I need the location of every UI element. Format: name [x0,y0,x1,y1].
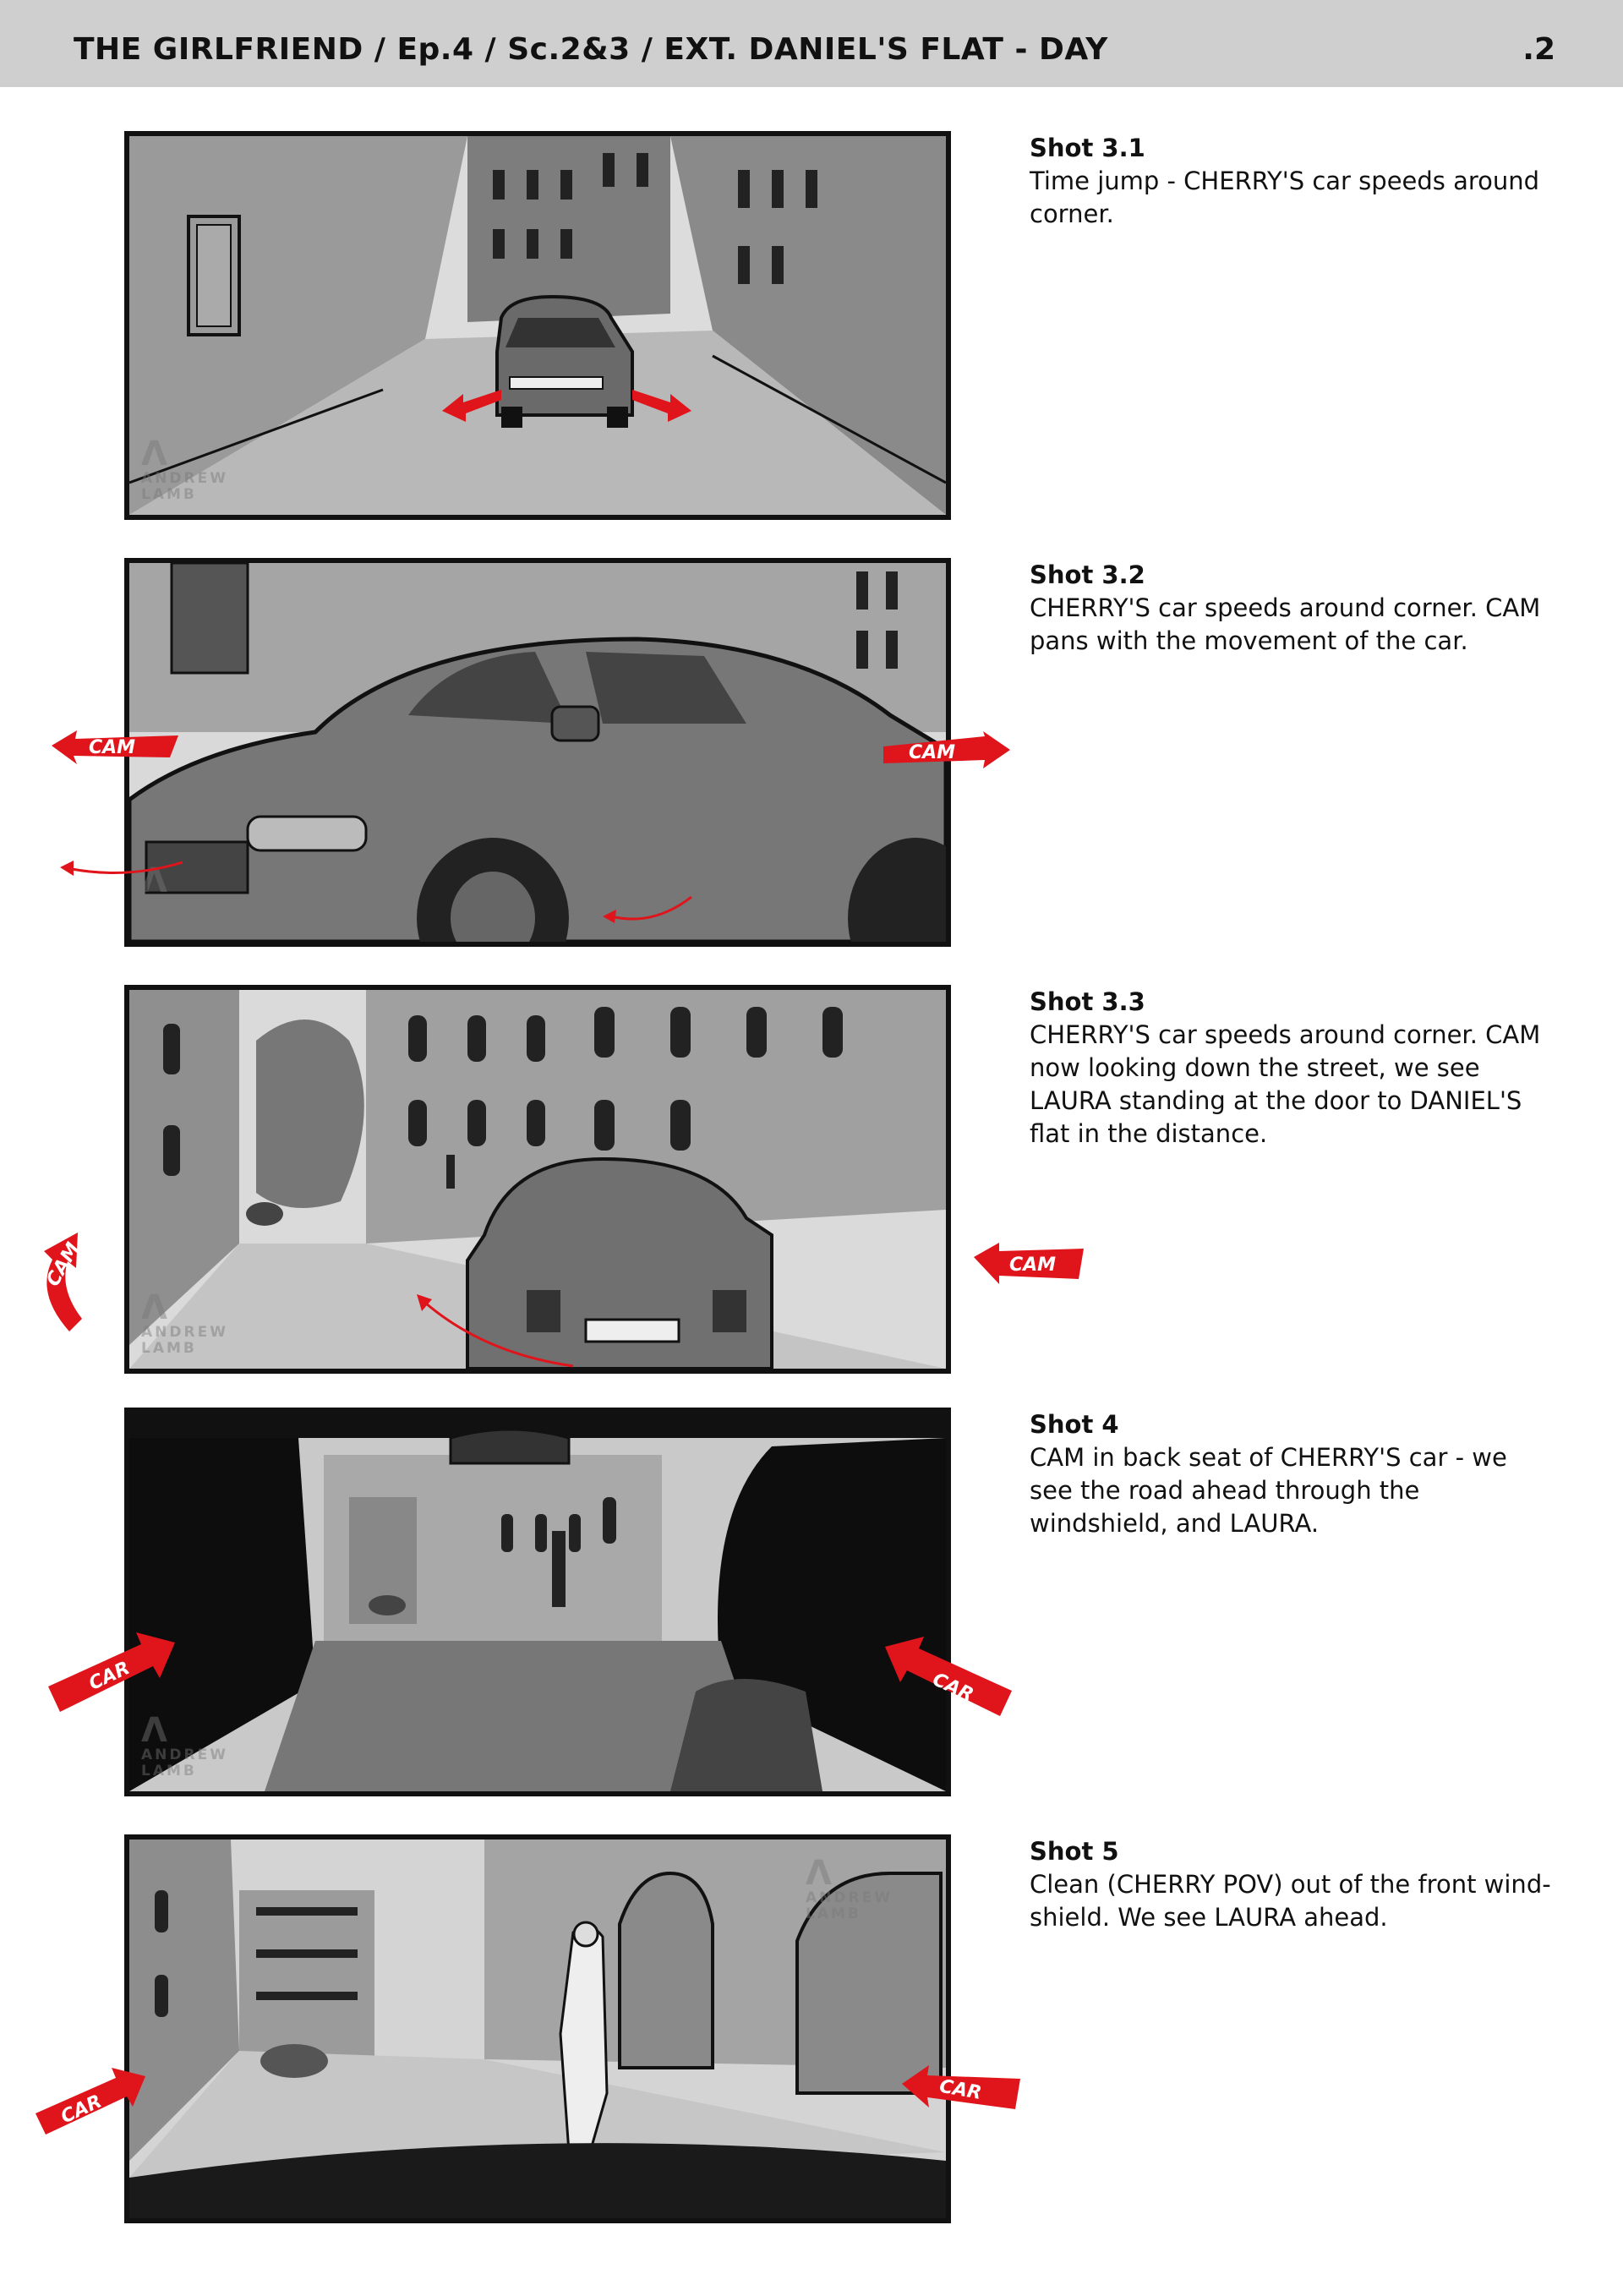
car-arrow-left: CAR [48,1632,175,1712]
motion-arrow-left [603,895,692,923]
watermark-logo-icon: Λ [141,435,170,473]
cam-label: CAM [42,1239,84,1290]
storyboard-panel-3-1: Λ ANDREW LAMB [124,131,951,520]
panel-drawing [129,1413,946,1791]
shot-description: CAM in back seat of CHERRY'S car - we se… [1030,1443,1507,1538]
page-number: .2 [1522,32,1555,67]
storyboard-panel-3-2: Λ ANDREW LAMB [124,558,951,947]
shot-description: CHERRY'S car speeds around corner. CAM n… [1030,1020,1541,1148]
shot-description: Clean (CHERRY POV) out of the front wind… [1030,1870,1551,1932]
storyboard-panel-5: Λ ANDREW LAMB [124,1834,951,2223]
car-arrow-right: CAR [902,2065,1020,2109]
cam-arrow-curved: CAM [42,1233,85,1331]
cam-arrow-right: CAM [974,1243,1084,1284]
motion-arrow-left [60,861,183,876]
header-bar: THE GIRLFRIEND / Ep.4 / Sc.2&3 / EXT. DA… [0,0,1623,87]
car-arrow-right: CAR [885,1637,1012,1716]
shot-title: Shot 3.2 [1030,560,1145,589]
shot-title: Shot 3.1 [1030,134,1145,162]
watermark-logo-icon: Λ [141,1288,170,1327]
shot-title: Shot 4 [1030,1410,1119,1439]
panel-drawing [129,563,946,942]
motion-arrow-left [417,1294,574,1368]
watermark: Λ ANDREW LAMB [141,1288,228,1357]
watermark: Λ ANDREW LAMB [141,435,228,503]
panel-drawing [129,136,946,515]
cam-arrow-right: CAM [883,731,1010,768]
shot-description: CHERRY'S car speeds around corner. CAM p… [1030,593,1541,655]
watermark: Λ ANDREW LAMB [806,1854,893,1922]
panel-drawing [129,990,946,1369]
watermark-logo-icon: Λ [806,1854,834,1893]
panel-drawing [129,1840,946,2218]
storyboard-panel-4: Λ ANDREW LAMB [124,1408,951,1796]
motion-arrow-left [442,390,501,422]
page-title: THE GIRLFRIEND / Ep.4 / Sc.2&3 / EXT. DA… [74,32,1108,67]
storyboard-panel-3-3: Λ ANDREW LAMB [124,985,951,1374]
motion-arrow-right [632,390,691,422]
cam-label: CAM [909,742,955,763]
cam-label: CAM [1009,1255,1056,1276]
shot-title: Shot 5 [1030,1837,1119,1866]
cam-arrow-left: CAM [52,730,178,764]
shot-description: Time jump - CHERRY'S car speeds around c… [1030,167,1540,228]
car-arrow-left: CAR [36,2068,145,2135]
shot-title: Shot 3.3 [1030,987,1145,1016]
watermark: Λ ANDREW LAMB [141,1711,228,1779]
cam-label: CAM [89,737,135,758]
watermark-logo-icon: Λ [141,1711,170,1750]
watermark: Λ ANDREW LAMB [141,861,228,930]
